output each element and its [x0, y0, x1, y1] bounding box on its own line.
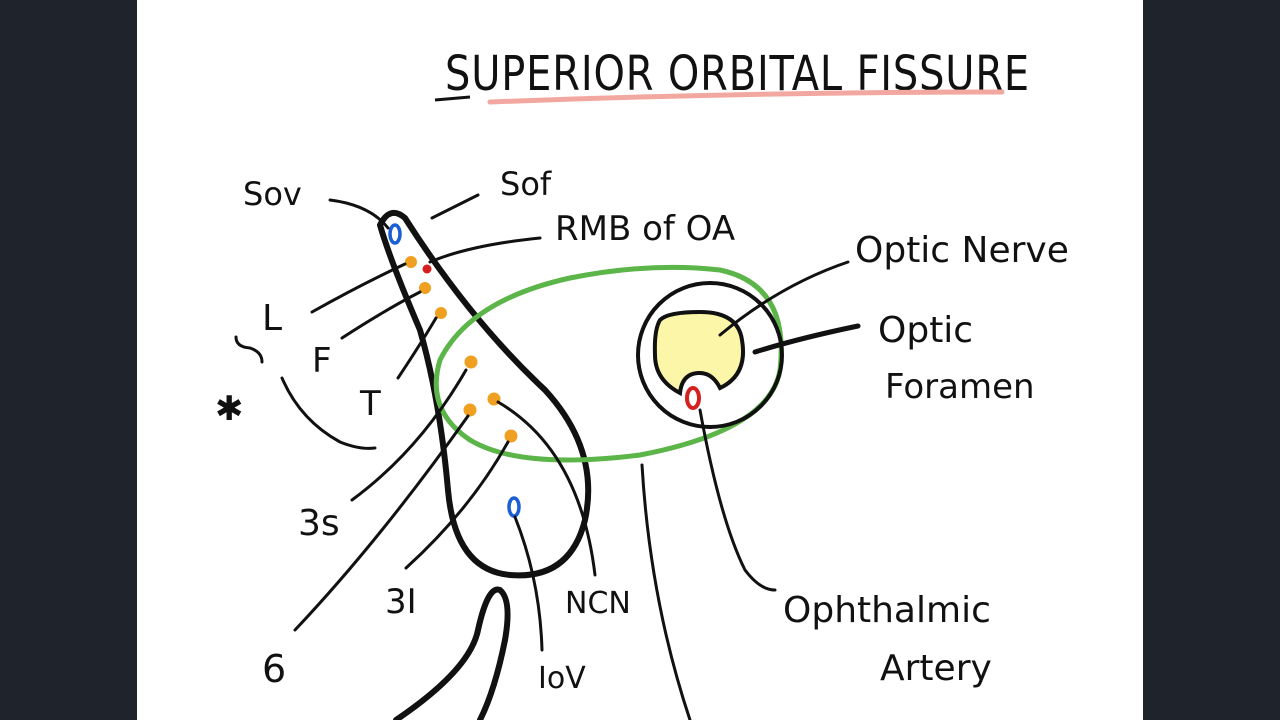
l-leader [310, 262, 407, 314]
right-dark-margin [1143, 0, 1280, 720]
label-star: ✱ [215, 389, 244, 429]
trochlear-nerve-dot [435, 307, 447, 319]
title-underline [487, 89, 1005, 105]
label-optic-nerve: Optic Nerve [855, 230, 1069, 271]
lower-outline-stroke [393, 586, 511, 720]
ncn-leader [496, 400, 597, 577]
frontal-nerve-dot [419, 282, 431, 294]
label-ncn: NCN [565, 586, 631, 621]
label-sov: Sov [243, 175, 302, 213]
iov-leader [513, 515, 544, 652]
label-three-s: 3s [298, 503, 340, 544]
label-rmb: RMB of OA [555, 209, 735, 249]
left-dark-margin [0, 0, 137, 720]
rmb-artery-dot [422, 264, 432, 274]
label-f: F [312, 341, 332, 381]
label-optic-foramen-1: Optic [878, 310, 973, 351]
label-three-i: 3I [385, 582, 417, 622]
label-ophthalmic-artery-1: Ophthalmic [783, 590, 991, 631]
label-t: T [359, 384, 381, 424]
sov-leader [328, 198, 390, 230]
label-l: L [262, 298, 282, 339]
abducens-dot [463, 403, 477, 417]
rmb-leader [428, 236, 542, 264]
optic-foramen-leader [752, 323, 861, 355]
lacrimal-nerve-dot [405, 256, 417, 268]
three-s-leader [350, 368, 468, 502]
label-optic-foramen-2: Foramen [885, 367, 1035, 407]
optic-foramen-ring [636, 281, 784, 429]
six-leader [293, 414, 470, 632]
t-leader [396, 316, 438, 380]
f-leader [340, 290, 422, 340]
title-lead-stroke [434, 95, 471, 102]
optic-nerve-shape [652, 309, 745, 397]
label-iov: IoV [538, 661, 586, 696]
ophthalmic-artery-dot [685, 386, 701, 410]
label-ophthalmic-artery-2: Artery [880, 648, 992, 689]
label-sof: Sof [500, 165, 552, 203]
optic-canal-line [640, 463, 692, 720]
three-i-leader [404, 440, 510, 570]
fissure-outline [377, 209, 592, 579]
label-six: 6 [262, 647, 286, 691]
iov-dot [507, 496, 521, 518]
sov-dot [388, 223, 402, 245]
optic-nerve-leader [718, 260, 850, 337]
oculomotor-superior-dot [464, 355, 478, 369]
oculomotor-inferior-dot [504, 429, 518, 443]
sof-leader [430, 193, 480, 220]
brace-top [234, 335, 264, 364]
brace-curve [280, 376, 377, 450]
ophthalmic-artery-leader [698, 408, 777, 592]
